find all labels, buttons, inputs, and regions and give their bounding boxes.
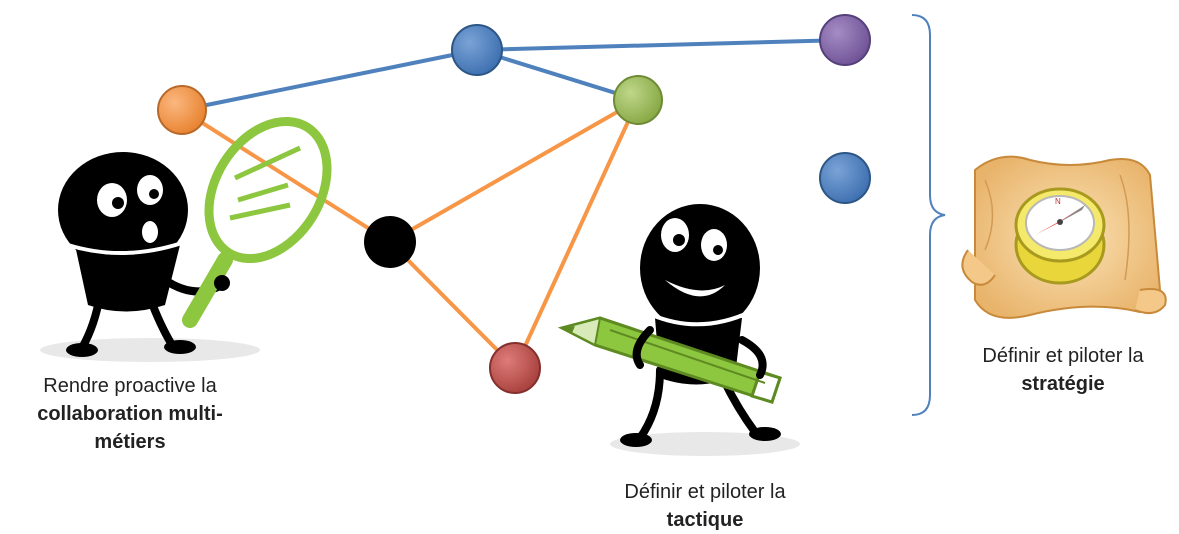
edge-blue-green: [476, 48, 639, 102]
caption-collaboration-bold1: collaboration multi-: [37, 403, 223, 425]
node-blue-top: [451, 24, 503, 76]
edge-orange-blue: [181, 48, 478, 112]
node-purple: [819, 14, 871, 66]
caption-collaboration: Rendre proactive la collaboration multi-…: [10, 372, 250, 456]
caption-tactique: Définir et piloter la tactique: [560, 478, 850, 534]
character-magnifier: [40, 116, 332, 362]
node-blue-isolated: [819, 152, 871, 204]
magnifying-glass-icon: [182, 116, 332, 328]
caption-strategie: Définir et piloter la stratégie: [958, 342, 1168, 398]
edge-green-red: [513, 99, 640, 369]
caption-strategie-line1: Définir et piloter la: [982, 345, 1144, 367]
edge-blue-purple: [476, 38, 846, 52]
svg-text:N: N: [1055, 197, 1061, 206]
network-nodes: [157, 14, 871, 394]
caption-collaboration-line1: Rendre proactive la: [43, 375, 217, 397]
node-green: [613, 75, 663, 125]
node-orange: [157, 85, 207, 135]
edge-black-red: [388, 240, 517, 370]
right-brace: [911, 14, 946, 416]
compass-map-icon: N: [961, 155, 1167, 319]
edge-orange-black: [180, 108, 392, 244]
caption-collaboration-bold2: métiers: [94, 431, 166, 453]
node-red: [489, 342, 541, 394]
pencil-icon: [557, 316, 782, 404]
caption-tactique-line1: Définir et piloter la: [624, 481, 786, 503]
node-black: [364, 216, 416, 268]
caption-strategie-bold: stratégie: [1021, 373, 1105, 395]
network-edges: [180, 38, 846, 370]
shadow: [40, 338, 260, 362]
caption-tactique-bold: tactique: [666, 509, 744, 531]
edge-black-green: [389, 98, 639, 244]
character-pencil: [557, 204, 800, 456]
